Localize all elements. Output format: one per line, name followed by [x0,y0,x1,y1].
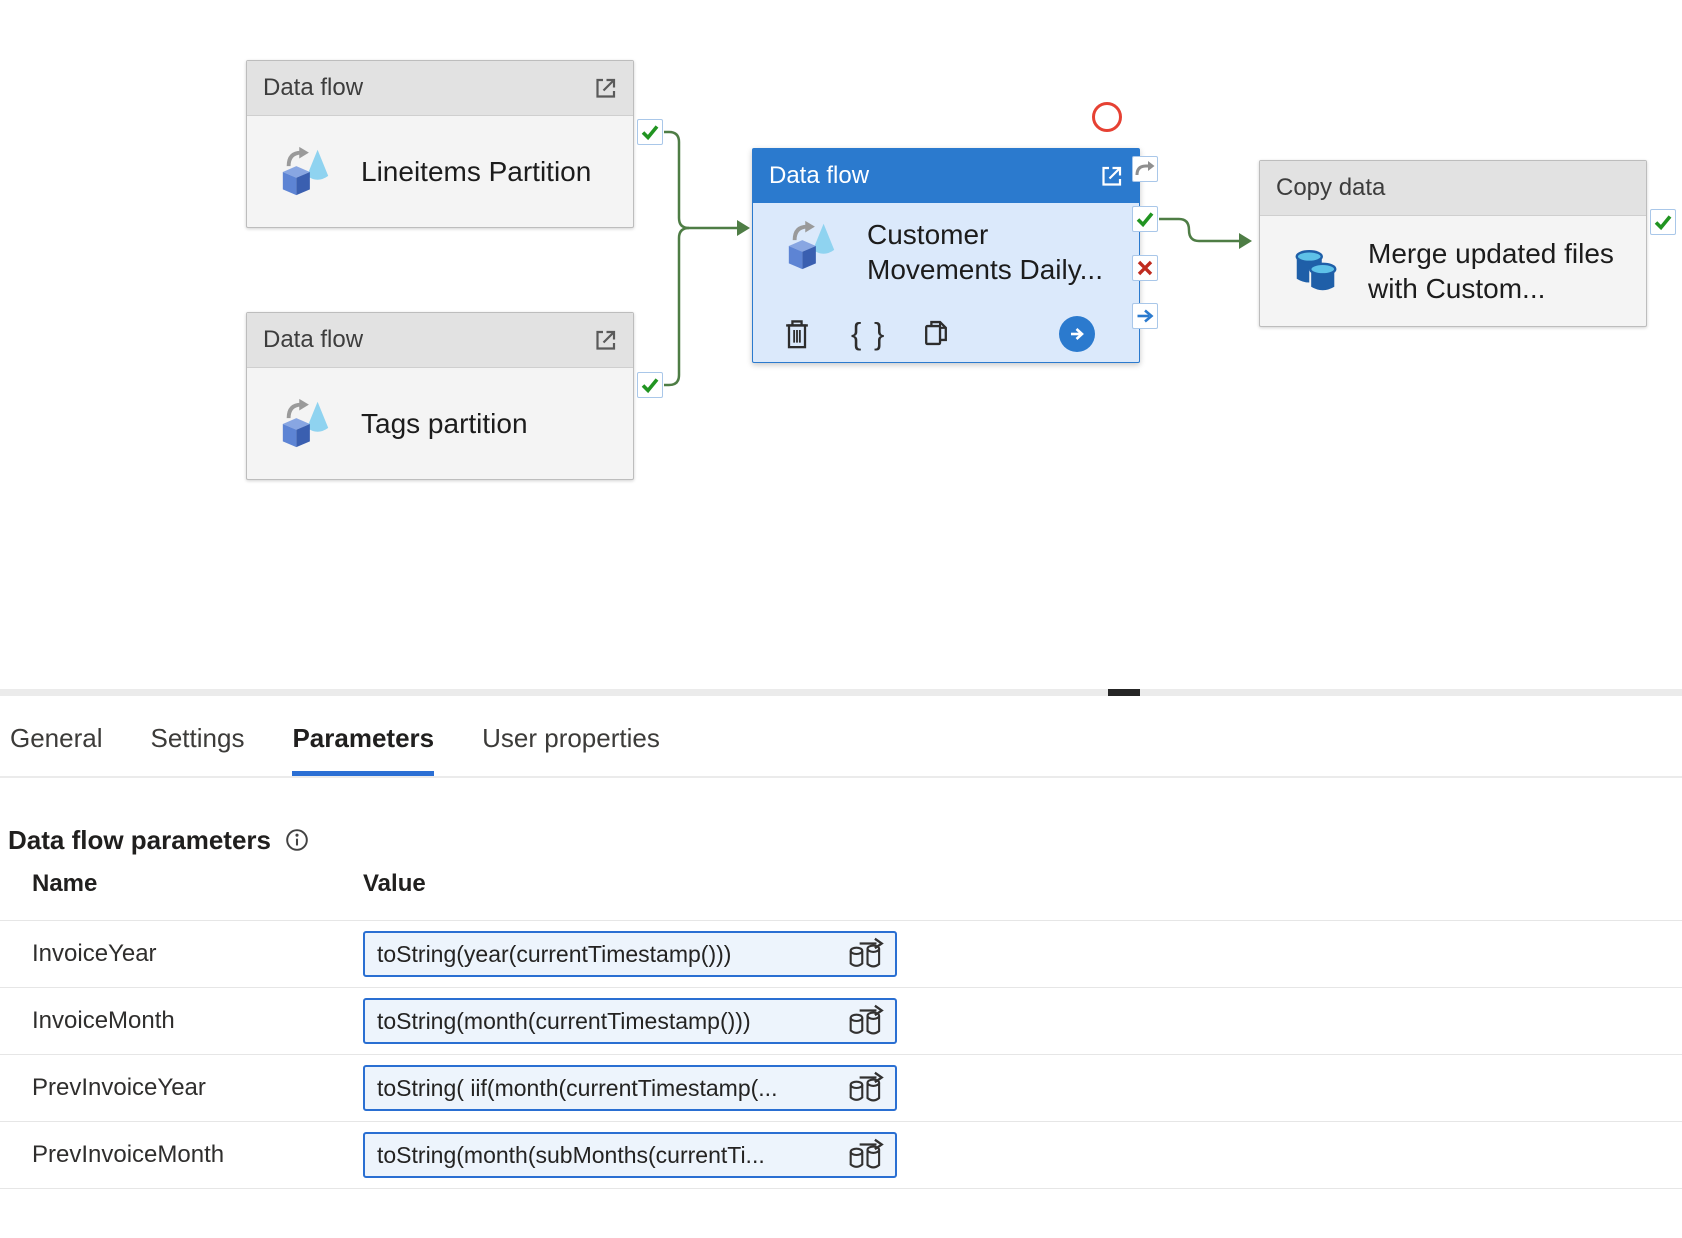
info-icon[interactable] [285,828,309,852]
clone-icon[interactable] [922,318,954,350]
parameter-name: InvoiceYear [32,940,157,967]
parameters-section-header: Data flow parameters [8,822,309,858]
expression-builder-icon [847,937,887,971]
parameters-table-header: Name Value [0,856,1682,920]
panel-splitter [0,689,1682,696]
parameter-value-input[interactable]: toString(month(subMonths(currentTi... [363,1132,897,1178]
tags-success-output-port[interactable] [637,372,663,398]
check-icon [641,125,659,141]
table-row: PrevInvoiceMonth toString(month(subMonth… [0,1121,1682,1188]
data-flow-icon [275,143,337,199]
activity-type-label: Data flow [263,326,364,353]
braces-icon[interactable]: { } [851,316,887,351]
copy-data-icon [1288,245,1344,297]
completion-port[interactable] [1132,303,1158,329]
panel-resize-handle[interactable] [1108,689,1140,696]
parameter-name: InvoiceMonth [32,1007,175,1034]
tab-general[interactable]: General [10,723,103,753]
activity-customer-movements-daily[interactable]: Data flow Customer Movements Daily... [752,148,1140,363]
x-icon [1137,260,1153,276]
arrow-right-icon [1137,309,1154,323]
parameter-value-text: toString(year(currentTimestamp())) [377,940,732,967]
parameter-value-input[interactable]: toString(year(currentTimestamp())) [363,931,897,977]
activity-type-label: Copy data [1276,174,1386,201]
parameter-name: PrevInvoiceYear [32,1074,206,1101]
parameter-name: PrevInvoiceMonth [32,1141,225,1168]
tab-parameters[interactable]: Parameters [292,700,434,776]
activity-name: Merge updated files with Custom... [1368,238,1614,304]
check-icon [641,378,659,394]
tab-settings[interactable]: Settings [150,723,245,753]
table-row: InvoiceYear toString(year(currentTimesta… [0,920,1682,987]
success-port[interactable] [1132,206,1158,232]
expression-builder-icon [847,1004,887,1038]
skip-redo-icon [1135,161,1155,176]
column-header-value: Value [363,870,426,897]
parameter-value-text: toString( iif(month(currentTimestamp(... [377,1074,778,1101]
activity-name: Lineitems Partition [361,155,592,187]
parameter-value-input[interactable]: toString( iif(month(currentTimestamp(... [363,1065,897,1111]
properties-tab-bar: General Settings Parameters User propert… [0,700,1682,778]
open-in-new-icon[interactable] [593,327,619,353]
skip-port[interactable] [1132,156,1158,182]
copy-success-output-port[interactable] [1650,209,1676,235]
pipeline-canvas[interactable]: Data flow Lineitems Partition Data fl [0,0,1682,689]
activity-merge-updated-files[interactable]: Copy data Merge updated files with Custo… [1259,160,1647,327]
tab-user-properties[interactable]: User properties [482,723,660,753]
activity-name: Customer Movements Daily... [867,219,1103,285]
open-in-new-icon[interactable] [1099,163,1125,189]
lineitems-success-output-port[interactable] [637,119,663,145]
parameter-value-input[interactable]: toString(month(currentTimestamp())) [363,998,897,1044]
parameters-table-rows: InvoiceYear toString(year(currentTimesta… [0,920,1682,1189]
parameter-value-text: toString(month(currentTimestamp())) [377,1007,751,1034]
table-row: PrevInvoiceYear toString( iif(month(curr… [0,1054,1682,1121]
activity-tags-partition[interactable]: Data flow Tags partition [246,312,634,480]
section-title: Data flow parameters [8,824,271,855]
activity-type-label: Data flow [769,162,870,189]
check-icon [1654,215,1672,231]
activity-name: Tags partition [361,407,528,439]
data-flow-icon [781,217,843,287]
activity-lineitems-partition[interactable]: Data flow Lineitems Partition [246,60,634,228]
alert-circle-indicator [1092,102,1122,132]
run-button[interactable] [1059,316,1095,352]
expression-builder-icon [847,1138,887,1172]
check-icon [1136,212,1154,228]
open-in-new-icon[interactable] [593,75,619,101]
parameter-value-text: toString(month(subMonths(currentTi... [377,1141,765,1168]
data-flow-icon [275,395,337,451]
table-row: InvoiceMonth toString(month(currentTimes… [0,987,1682,1054]
column-header-name: Name [32,870,98,897]
activity-type-label: Data flow [263,74,364,101]
expression-builder-icon [847,1071,887,1105]
fail-port[interactable] [1132,255,1158,281]
delete-icon[interactable] [783,318,815,350]
